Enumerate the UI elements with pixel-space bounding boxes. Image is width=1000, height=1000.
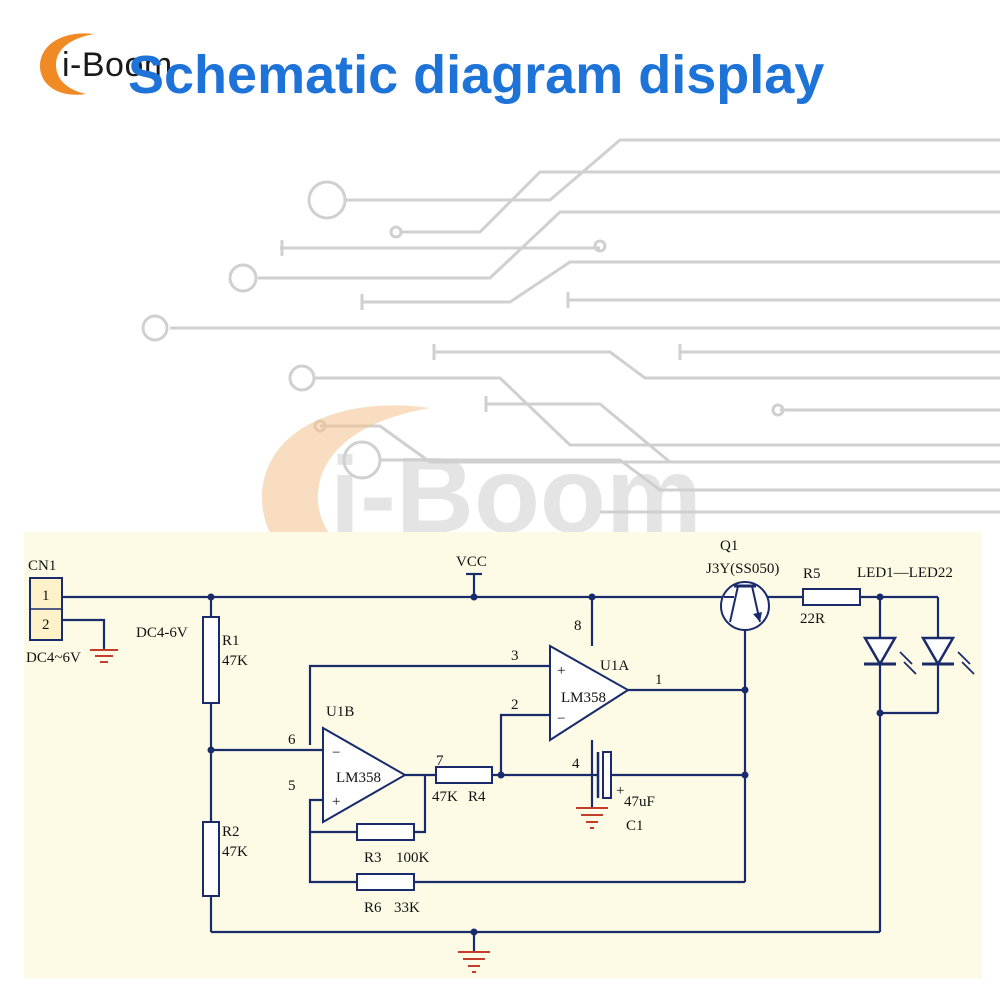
brand-name: i-Boom xyxy=(62,46,173,84)
u1b-ref: U1B xyxy=(326,704,354,720)
r4-ref: R4 xyxy=(468,789,486,805)
resistor-r5: R5 22R xyxy=(800,566,861,627)
supply-label: DC4-6V xyxy=(136,625,188,641)
r5-ref: R5 xyxy=(803,566,821,582)
r3-ref: R3 xyxy=(364,850,382,866)
connector-pin2: 2 xyxy=(42,617,50,633)
opamp-u1b: − + LM358 U1B 6 5 7 xyxy=(288,704,444,824)
transistor-q1: Q1 J3Y(SS050) xyxy=(706,538,779,631)
r4-value: 47K xyxy=(432,789,458,805)
u1a-pin2: 2 xyxy=(511,697,519,713)
r2-ref: R2 xyxy=(222,824,240,840)
resistor-r6: R6 33K xyxy=(356,873,420,916)
ground-icon xyxy=(458,951,490,973)
r6-ref: R6 xyxy=(364,900,382,916)
vcc-label: VCC xyxy=(456,554,487,570)
u1b-plus: + xyxy=(332,794,340,810)
u1b-part: LM358 xyxy=(336,770,381,786)
u1b-pin7: 7 xyxy=(436,753,444,769)
c1-value: 47uF xyxy=(624,794,655,810)
schematic-junctions xyxy=(207,593,884,936)
u1a-pin3: 3 xyxy=(511,648,519,664)
background-circuit-traces xyxy=(141,138,1000,514)
r2-value: 47K xyxy=(222,844,248,860)
connector-pin1: 1 xyxy=(42,588,50,604)
ground-icon xyxy=(90,649,118,663)
u1b-pin5: 5 xyxy=(288,778,296,794)
page-title: Schematic diagram display xyxy=(128,45,825,105)
r1-value: 47K xyxy=(222,653,248,669)
c1-pin: 4 xyxy=(572,756,580,772)
u1a-plus: + xyxy=(557,663,565,679)
q1-ref: Q1 xyxy=(720,538,738,554)
schematic-panel xyxy=(24,532,982,978)
opamp-u1a: + − LM358 U1A 3 2 1 8 xyxy=(511,618,663,742)
resistor-r1: R1 47K xyxy=(202,616,248,704)
connector-cn1: CN1 1 2 DC4~6V xyxy=(26,558,81,666)
led-array: LED1—LED22 xyxy=(857,565,975,675)
u1a-part: LM358 xyxy=(561,690,606,706)
connector-ref: CN1 xyxy=(28,558,56,574)
u1a-pin1: 1 xyxy=(655,672,663,688)
r5-value: 22R xyxy=(800,611,825,627)
resistor-r3: R3 100K xyxy=(356,823,430,866)
brand-logo-icon xyxy=(40,33,94,95)
r6-value: 33K xyxy=(394,900,420,916)
c1-ref: C1 xyxy=(626,818,644,834)
connector-voltage-label: DC4~6V xyxy=(26,650,81,666)
schematic-wires xyxy=(62,572,940,952)
r1-ref: R1 xyxy=(222,633,240,649)
led-label: LED1—LED22 xyxy=(857,565,953,581)
ground-icon xyxy=(576,807,608,829)
background-ticks xyxy=(280,240,682,412)
resistor-r2: R2 47K xyxy=(202,821,248,897)
u1a-ref: U1A xyxy=(600,658,629,674)
r3-value: 100K xyxy=(396,850,430,866)
capacitor-c1: 4 + 47uF C1 xyxy=(572,751,655,834)
u1b-minus: − xyxy=(332,745,340,761)
resistor-r4: 47K R4 xyxy=(432,766,493,805)
q1-part: J3Y(SS050) xyxy=(706,561,779,577)
c1-plus: + xyxy=(616,783,624,799)
u1a-pin8: 8 xyxy=(574,618,582,634)
u1a-minus: − xyxy=(557,711,565,727)
u1b-pin6: 6 xyxy=(288,732,296,748)
